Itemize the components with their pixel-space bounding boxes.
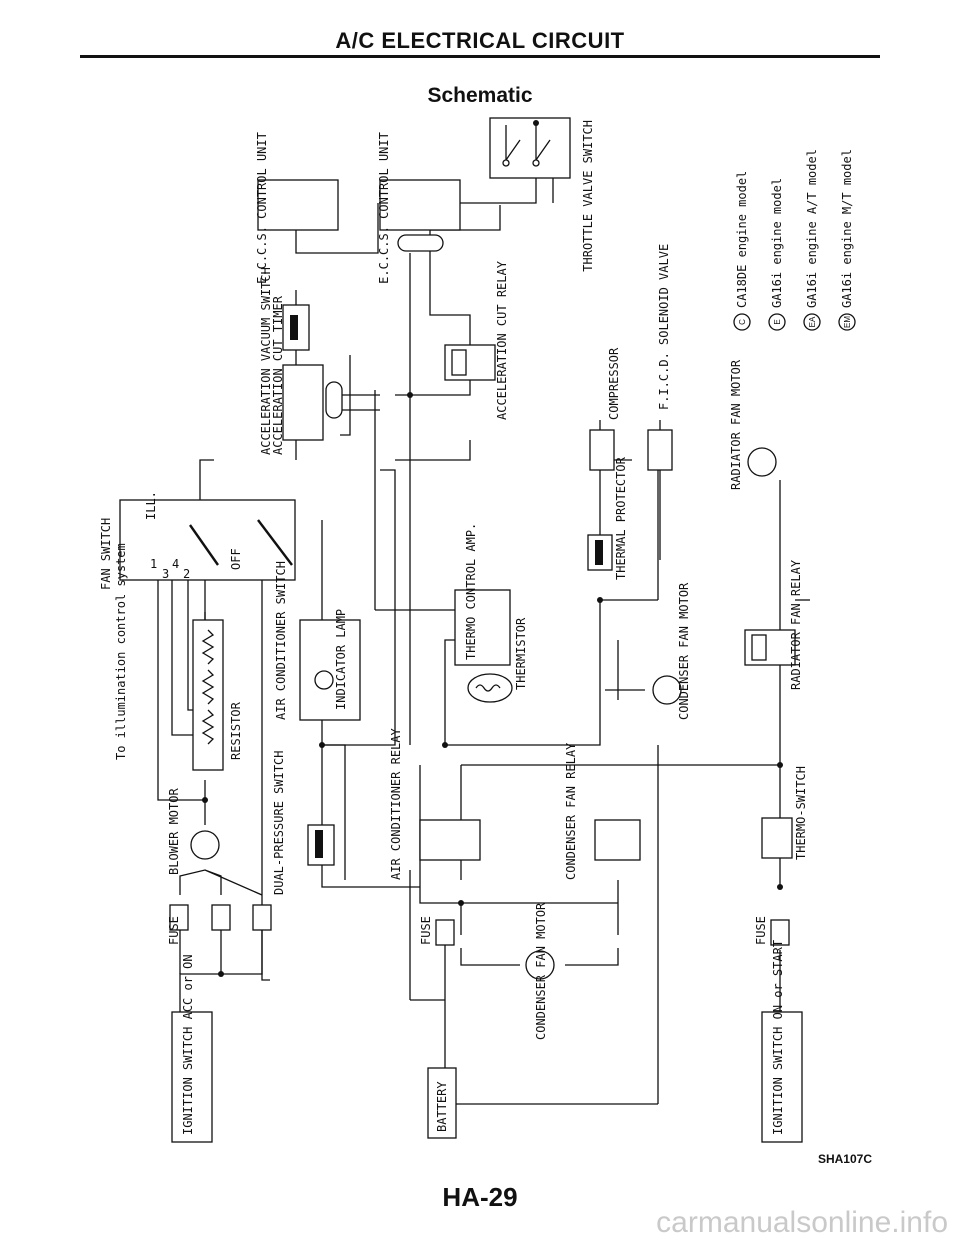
diagram-subtitle: Schematic <box>427 84 533 107</box>
svg-text:CA18DE engine model: CA18DE engine model <box>735 171 749 308</box>
label-radiator-fan-motor: RADIATOR FAN MOTOR <box>729 359 743 490</box>
pos-3: 3 <box>162 567 169 581</box>
condenser-fan-motor-lower-symbol <box>525 950 555 980</box>
fuse-middle <box>435 919 455 946</box>
label-blower-motor: BLOWER MOTOR <box>167 788 181 875</box>
label-fuse-right: FUSE <box>754 916 768 945</box>
throttle-valve-switch <box>489 117 571 190</box>
condenser-fan-relay-symbol <box>594 819 641 861</box>
label-ficd-valve: F.I.C.D. SOLENOID VALVE <box>657 244 671 410</box>
legend-item-ea: EA GA16i engine A/T model <box>803 149 821 331</box>
label-eccs-1: E.C.C.S. CONTROL UNIT <box>255 132 269 284</box>
label-indicator-lamp: INDICATOR LAMP <box>334 609 348 710</box>
title-rule <box>80 55 880 58</box>
accel-cut-timer-box <box>282 364 324 441</box>
legend-item-em: EM GA16i engine M/T model <box>838 149 856 331</box>
blower-motor-symbol <box>190 830 220 860</box>
connector-c <box>397 234 444 252</box>
label-thermo-amp: THERMO CONTROL AMP. <box>464 523 478 660</box>
label-thermistor: THERMISTOR <box>514 617 528 690</box>
label-ignition-start: IGNITION SWITCH ON or START <box>771 940 785 1135</box>
label-condenser-fan-relay: CONDENSER FAN RELAY <box>564 742 578 880</box>
thermo-control-amp-box <box>454 589 511 666</box>
ac-switch-symbol <box>299 619 361 721</box>
ficd-coil <box>647 429 673 471</box>
fuse-right <box>770 919 790 946</box>
svg-text:GA16i engine M/T model: GA16i engine M/T model <box>840 149 854 308</box>
label-thermo-switch: THERMO-SWITCH <box>794 766 808 860</box>
resistor-symbol <box>192 619 224 771</box>
ignition-switch-start-box <box>761 1011 803 1143</box>
legend: C CA18DE engine model E GA16i engine mod… <box>733 149 856 331</box>
eccs-control-unit-2 <box>379 179 461 231</box>
label-accel-cut-timer: ACCELERATION CUT TIMER <box>271 295 285 455</box>
label-dual-pressure-switch: DUAL-PRESSURE SWITCH <box>272 751 286 896</box>
svg-text:EA: EA <box>808 316 817 327</box>
radiator-fan-relay-symbol <box>744 629 796 666</box>
label-illumination: To illumination control system <box>114 543 128 760</box>
battery-box <box>427 1067 457 1139</box>
watermark: carmanualsonline.info <box>656 1206 948 1239</box>
pos-4: 4 <box>172 557 179 571</box>
label-resistor: RESISTOR <box>229 701 243 760</box>
accel-cut-relay-symbol <box>444 344 496 381</box>
label-ac-switch: AIR CONDITIONER SWITCH <box>274 561 288 720</box>
label-fuse-middle: FUSE <box>419 916 433 945</box>
page-title: A/C ELECTRICAL CIRCUIT <box>335 28 625 53</box>
label-fuse-left: FUSE <box>167 916 181 945</box>
label-throttle-valve-switch: THROTTLE VALVE SWITCH <box>581 120 595 272</box>
condenser-fan-motor-upper-symbol <box>652 675 682 705</box>
thermistor-symbol <box>467 673 513 703</box>
label-vacuum-switch: ACCELERATION VACUUM SWITCH <box>259 267 273 455</box>
thermo-switch-symbol <box>761 817 793 859</box>
svg-text:E: E <box>773 319 782 324</box>
ignition-switch-acc-box <box>171 1011 213 1143</box>
label-condenser-fan-motor-lower: CONDENSER FAN MOTOR <box>534 902 548 1040</box>
connector-ea <box>325 381 343 419</box>
legend-item-e: E GA16i engine model <box>768 178 786 331</box>
dual-pressure-switch-symbol <box>307 824 335 866</box>
eccs-control-unit-1 <box>257 179 339 231</box>
label-off: OFF <box>229 548 243 570</box>
vacuum-switch-symbol <box>282 304 310 351</box>
fan-switch-symbol <box>119 499 296 581</box>
ac-relay-symbol <box>419 819 481 861</box>
label-ignition-acc: IGNITION SWITCH ACC or ON <box>181 954 195 1135</box>
fuse-group-left <box>169 904 272 931</box>
compressor-coil <box>589 429 615 471</box>
svg-text:GA16i engine model: GA16i engine model <box>770 178 784 308</box>
label-compressor: COMPRESSOR <box>607 347 621 420</box>
svg-text:GA16i engine A/T model: GA16i engine A/T model <box>805 149 819 308</box>
label-ac-relay: AIR CONDITIONER RELAY <box>389 728 403 880</box>
pos-2: 2 <box>183 567 190 581</box>
label-battery: BATTERY <box>435 1081 449 1132</box>
junction-dots <box>202 392 783 977</box>
label-fan-switch: FAN SWITCH <box>99 518 113 590</box>
svg-text:EM: EM <box>843 316 852 328</box>
label-eccs-2: E.C.C.S. CONTROL UNIT <box>377 132 391 284</box>
label-radiator-fan-relay: RADIATOR FAN RELAY <box>789 559 803 690</box>
figure-code: SHA107C <box>817 1152 872 1166</box>
label-accel-cut-relay: ACCELERATION CUT RELAY <box>495 260 509 420</box>
pos-1: 1 <box>150 557 157 571</box>
legend-item-c: C CA18DE engine model <box>733 171 751 331</box>
label-ill: ILL. <box>144 491 158 520</box>
label-thermal-protector: THERMAL PROTECTOR <box>614 456 628 580</box>
svg-text:C: C <box>738 319 747 325</box>
thermal-protector-symbol <box>587 534 613 571</box>
component-labels: THROTTLE VALVE SWITCH E.C.C.S. CONTROL U… <box>99 120 808 1135</box>
label-condenser-fan-motor-upper: CONDENSER FAN MOTOR <box>677 582 691 720</box>
page-number: HA-29 <box>442 1182 518 1212</box>
radiator-fan-motor-symbol <box>747 447 777 477</box>
